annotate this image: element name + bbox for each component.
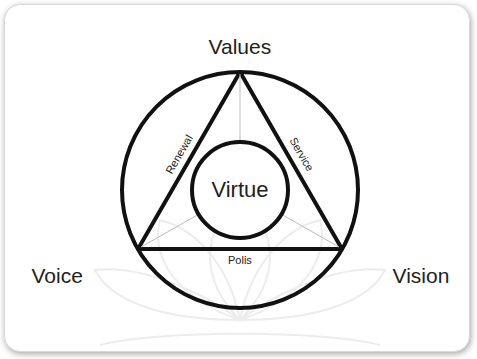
left-label: Voice [32,265,83,286]
outer-circle [122,72,358,308]
triangle [138,72,342,249]
top-label: Values [209,36,272,57]
side-label: Polis [228,255,252,266]
inner-circle: Virtue [190,140,290,240]
node-text-holder: Virtue [190,140,290,240]
center-spokes [141,74,339,247]
circle-text: Virtue [211,177,268,203]
right-label: Vision [393,265,450,286]
